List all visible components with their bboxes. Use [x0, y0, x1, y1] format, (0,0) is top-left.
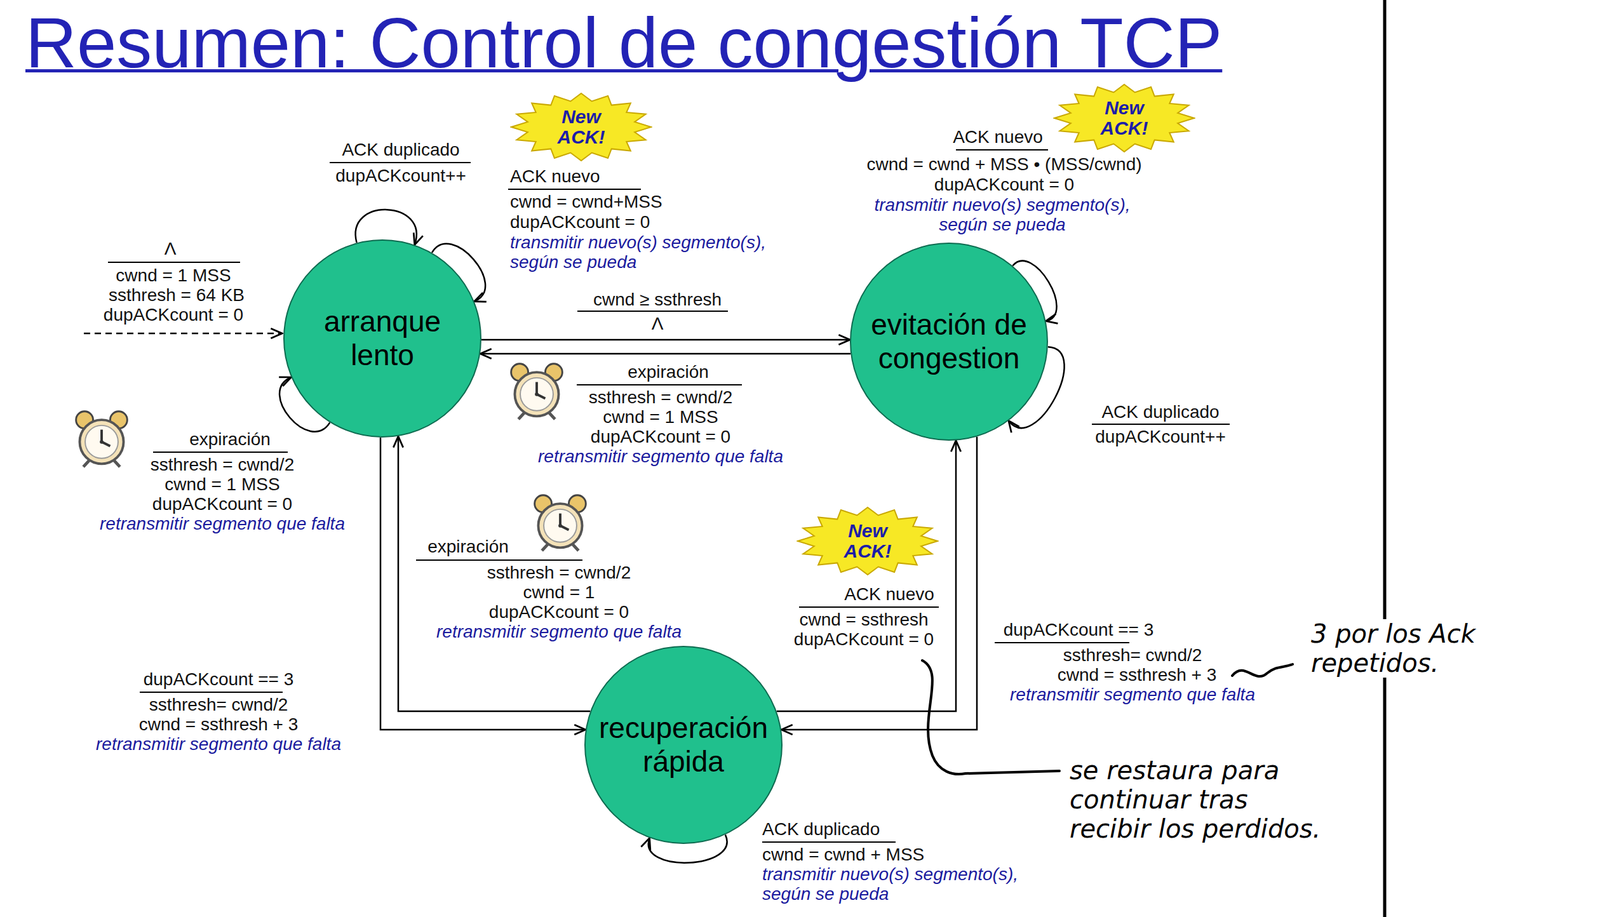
transition-event: expiración: [189, 429, 271, 450]
action-note: retransmitir segmento que falta: [99, 513, 345, 534]
new-ack-starburst: New ACK!: [1053, 83, 1196, 154]
alarm-clock-icon: [76, 411, 128, 467]
transition-event: ACK duplicado: [341, 139, 460, 160]
starburst-outline: [797, 507, 938, 575]
action-label: Λ: [651, 313, 664, 334]
state-name: evitación de congestion: [860, 308, 1038, 376]
transition-event: ACK duplicado: [762, 819, 880, 840]
action-label: dupACKcount = 0: [103, 304, 244, 325]
action-label: ssthresh= cwnd/2: [1063, 645, 1203, 666]
transition-rule: [994, 642, 1130, 644]
action-note: retransmitir segmento que falta: [1009, 684, 1256, 705]
state-circle: recuperación rápida: [584, 645, 783, 845]
transition-event: cwnd ≥ ssthresh: [593, 289, 722, 310]
badge-text: New ACK!: [549, 106, 613, 148]
handwritten-tilde: [1232, 664, 1293, 677]
action-label: dupACKcount++: [335, 165, 467, 186]
action-label: cwnd = ssthresh + 3: [1057, 665, 1217, 685]
transition-rule: [762, 841, 896, 843]
transition-arrow: [776, 440, 956, 712]
transition-rule: [416, 559, 583, 561]
state-circle: arranque lento: [283, 239, 482, 438]
starburst-outline: [1054, 84, 1195, 152]
alarm-clock-icon: [534, 495, 587, 551]
action-note: transmitir nuevo(s) segmento(s), según s…: [762, 864, 1068, 904]
transition-rule: [1091, 423, 1230, 425]
action-label: cwnd = cwnd + MSS • (MSS/cwnd): [866, 154, 1142, 175]
starburst-outline: [511, 93, 652, 161]
transition-rule: [139, 691, 283, 693]
action-label: ssthresh = 64 KB: [108, 285, 245, 305]
action-label: Λ: [164, 238, 177, 259]
transition-rule: [329, 161, 471, 164]
action-label: cwnd = cwnd + MSS: [762, 844, 925, 865]
action-label: dupACKcount = 0: [793, 629, 934, 650]
transition-arrow: [480, 353, 851, 356]
action-label: cwnd = ssthresh + 3: [139, 714, 299, 735]
transition-event: dupACKcount == 3: [1003, 619, 1155, 640]
diagram-title: Resumen: Control de congestión TCP: [25, 3, 1223, 82]
handwritten-bracket: [922, 660, 1060, 775]
action-label: cwnd = 1 MSS: [115, 265, 231, 286]
action-label: cwnd = 1 MSS: [602, 407, 718, 427]
action-note: retransmitir segmento que falta: [436, 621, 682, 642]
initial-arrow: [83, 332, 283, 335]
transition-rule: [955, 149, 1049, 151]
transition-rule: [576, 384, 742, 386]
new-ack-starburst: New ACK!: [796, 506, 939, 577]
new-ack-starburst: New ACK!: [510, 92, 653, 162]
state-circle: evitación de congestion: [849, 242, 1049, 441]
action-label: ssthresh = cwnd/2: [588, 387, 733, 408]
action-label: ssthresh= cwnd/2: [149, 694, 289, 715]
transition-event: ACK nuevo: [510, 166, 601, 187]
action-label: ssthresh = cwnd/2: [487, 562, 631, 583]
transition-event: ACK duplicado: [1101, 402, 1219, 422]
transition-rule: [577, 310, 728, 312]
action-label: dupACKcount = 0: [590, 426, 731, 447]
action-note: transmitir nuevo(s) segmento(s), según s…: [849, 194, 1155, 235]
action-label: dupACKcount = 0: [152, 494, 293, 514]
action-note: retransmitir segmento que falta: [95, 734, 342, 754]
transition-event: ACK nuevo: [844, 584, 935, 605]
transition-arrow: [481, 339, 850, 342]
action-label: cwnd = 1: [523, 582, 596, 603]
action-label: dupACKcount = 0: [489, 602, 629, 622]
action-label: dupACKcount++: [1095, 426, 1226, 447]
transition-event: expiración: [627, 362, 709, 382]
badge-text: New ACK!: [1092, 97, 1157, 139]
transition-event: dupACKcount == 3: [143, 669, 295, 690]
page-divider: [1383, 0, 1387, 917]
transition-rule: [153, 451, 288, 453]
transition-event: expiración: [427, 536, 509, 557]
alarm-clock-icon: [511, 363, 563, 420]
transition-arrow: [781, 436, 977, 730]
action-label: cwnd = 1 MSS: [164, 474, 280, 495]
state-name: arranque lento: [293, 304, 472, 373]
transition-event: ACK nuevo: [952, 127, 1043, 147]
transition-rule: [508, 188, 641, 190]
action-label: ssthresh = cwnd/2: [150, 454, 295, 475]
action-label: cwnd = cwnd+MSS: [510, 191, 663, 212]
state-name: recuperación rápida: [594, 711, 773, 779]
action-label: dupACKcount = 0: [934, 174, 1075, 195]
badge-text: New ACK!: [835, 520, 900, 562]
handwritten-note: se restaura para continuar tras recibir …: [1067, 755, 1327, 844]
action-label: cwnd = ssthresh: [799, 609, 928, 630]
action-note: transmitir nuevo(s) segmento(s), según s…: [510, 232, 815, 272]
handwritten-note: 3 por los Ack repetidos.: [1308, 619, 1498, 678]
action-label: dupACKcount = 0: [510, 212, 650, 232]
transition-rule: [107, 261, 241, 263]
transition-rule: [799, 606, 939, 608]
action-note: retransmitir segmento que falta: [537, 446, 784, 467]
